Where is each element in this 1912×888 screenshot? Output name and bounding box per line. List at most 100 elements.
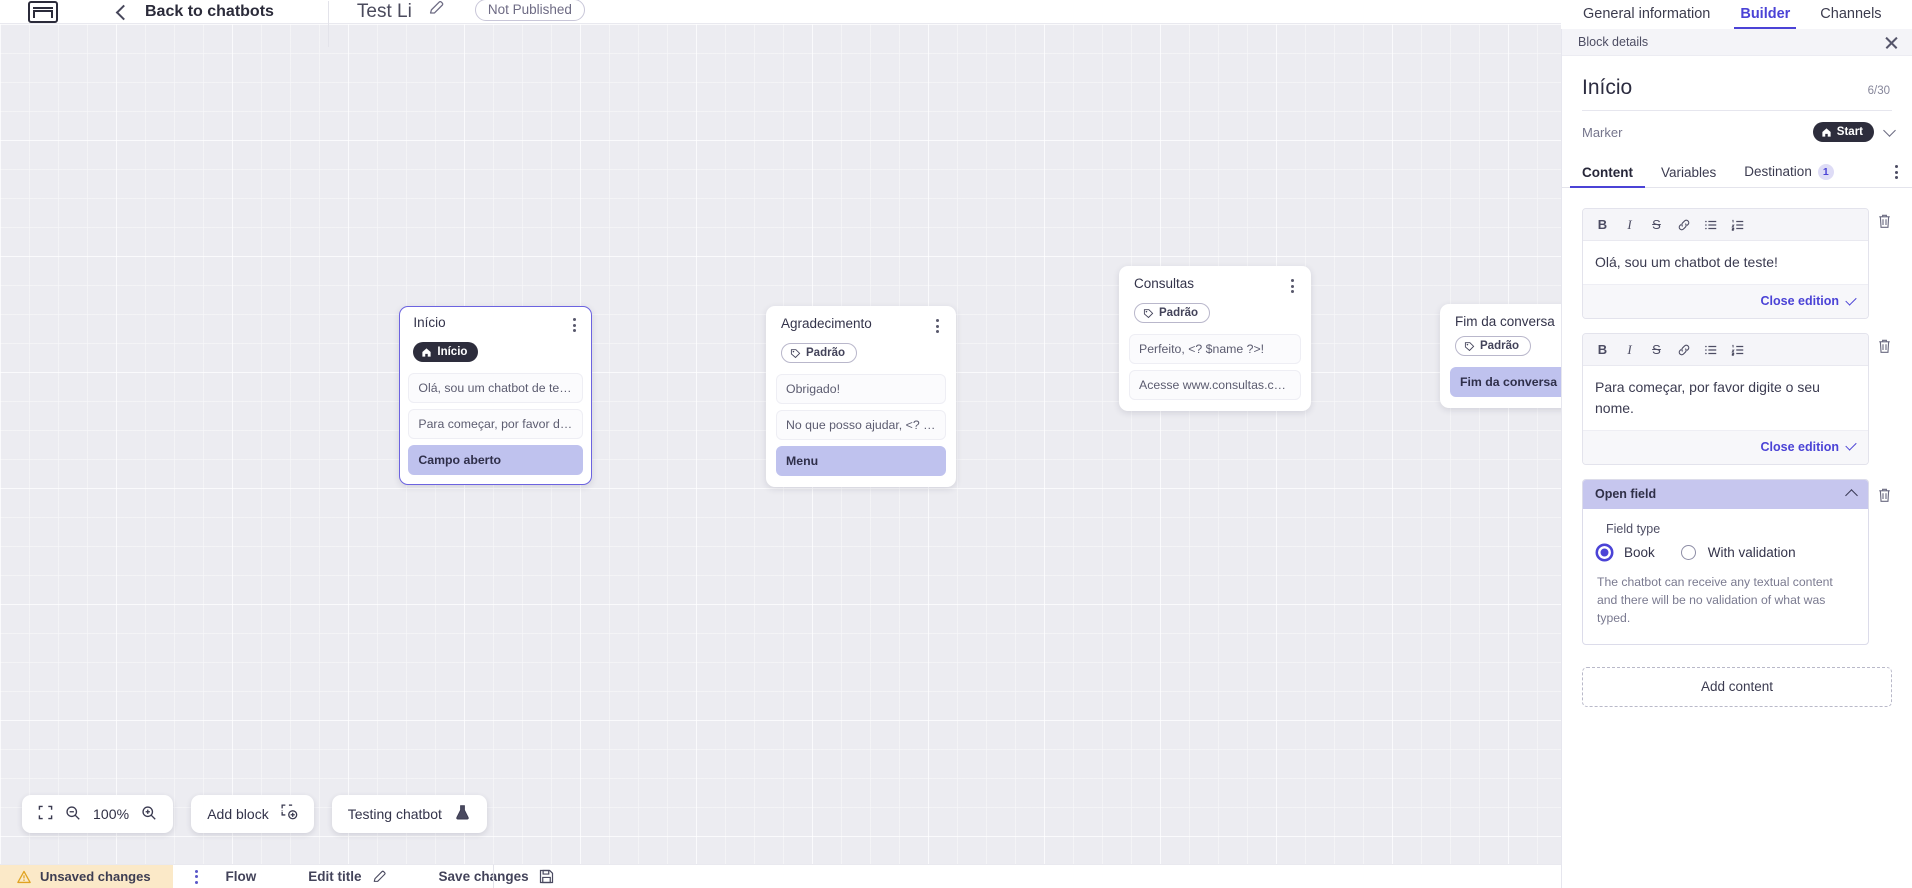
edit-title-label: Edit title [308,869,362,884]
node-menu-icon[interactable] [569,315,580,335]
close-edition-button[interactable]: Close edition [1760,294,1857,309]
node-title: Início [413,315,446,331]
flow-node-agradecimento[interactable]: Agradecimento Padrão Obrigado! No que po… [766,306,956,487]
bullet-list-icon[interactable] [1697,213,1724,236]
marker-row: Marker Start [1562,111,1912,142]
status-divider [493,865,494,888]
add-content-button[interactable]: Add content [1582,666,1892,707]
zoom-out-icon[interactable] [65,805,81,824]
node-row[interactable]: Para começar, por favor digite o ... [408,408,583,439]
tag-icon [1143,308,1154,318]
marker-start-badge[interactable]: Start [1812,122,1874,142]
node-row[interactable]: Obrigado! [776,373,946,404]
flow-node-consultas[interactable]: Consultas Padrão Perfeito, <? $name ?>! … [1119,266,1311,411]
flow-label: Flow [225,869,257,884]
home-icon [1822,127,1831,137]
close-edition-label: Close edition [1760,294,1839,309]
trash-icon[interactable] [1877,487,1892,508]
numbered-list-icon[interactable] [1724,338,1751,361]
trash-icon[interactable] [1877,338,1892,359]
trash-icon[interactable] [1877,213,1892,234]
strikethrough-icon[interactable]: S [1652,217,1661,232]
close-edition-button[interactable]: Close edition [1761,439,1857,454]
zoom-in-icon[interactable] [141,805,157,824]
tab-variables[interactable]: Variables [1661,165,1717,180]
italic-icon[interactable]: I [1627,216,1632,232]
node-badge-row: Início [408,335,582,365]
node-row[interactable]: Fim da conversa [1450,366,1561,397]
marker-control[interactable]: Start [1812,122,1896,142]
radio-book[interactable] [1597,544,1612,560]
flow-node-fim-da-conversa[interactable]: Fim da conversa Padrão Fim da conversa [1440,304,1561,408]
bullet-list-icon[interactable] [1697,338,1724,361]
save-changes-label: Save changes [438,869,529,884]
chatbot-title: Test Li [356,1,412,22]
node-badge-row: Padrão [776,336,946,366]
app-logo-icon[interactable] [28,1,58,23]
node-menu-icon[interactable] [1287,276,1298,296]
tab-general-information[interactable]: General information [1583,6,1711,22]
publish-status-badge: Not Published [474,0,585,21]
link-icon[interactable] [1670,338,1697,361]
flow-button[interactable]: Flow [226,869,257,884]
fit-screen-icon[interactable] [38,805,53,823]
tab-builder[interactable]: Builder [1734,6,1797,29]
chevron-left-icon[interactable] [115,4,132,21]
flask-icon [454,804,471,824]
radio-with-validation[interactable] [1680,544,1696,560]
open-field-body: Field type Book With validation The chat… [1583,509,1868,644]
status-kebab-menu-icon[interactable] [194,869,198,884]
panel-overflow-menu-icon[interactable] [1895,165,1898,179]
link-icon[interactable] [1670,213,1697,236]
bold-icon[interactable]: B [1597,217,1608,232]
node-default-badge: Padrão [781,343,857,363]
node-row[interactable]: No que posso ajudar, <? $name ... [776,409,946,440]
testing-chatbot-button[interactable]: Testing chatbot [331,795,487,833]
node-row[interactable]: Olá, sou um chatbot de teste! [408,372,583,403]
zoom-level: 100% [93,806,130,822]
node-row[interactable]: Menu [776,445,946,476]
tag-icon [790,348,801,358]
add-block-label: Add block [207,806,269,822]
node-title: Fim da conversa [1455,314,1555,329]
node-row[interactable]: Perfeito, <? $name ?>! [1129,333,1301,364]
open-field-block: Open field Field type Book With validati… [1582,478,1892,645]
strikethrough-icon[interactable]: S [1652,342,1661,358]
block-title-row: Início 6/30 [1562,56,1912,100]
chevron-up-icon[interactable] [1845,489,1858,502]
editor-text[interactable]: Olá, sou um chatbot de teste! [1583,241,1868,285]
node-badge-label: Padrão [1480,340,1519,352]
tab-channels[interactable]: Channels [1820,6,1882,22]
close-icon[interactable] [1884,35,1899,50]
add-block-button[interactable]: Add block [191,795,314,833]
edit-title-button[interactable]: Edit title [308,869,386,884]
tab-content[interactable]: Content [1570,165,1645,188]
flow-node-inicio[interactable]: Início Início Olá, sou um chatbot de tes… [399,306,592,486]
node-badge-row: Padrão [1450,329,1561,359]
node-row[interactable]: Campo aberto [408,444,583,475]
italic-icon[interactable]: I [1627,341,1632,357]
status-bar: Unsaved changes Flow Edit title Save cha… [0,864,1561,888]
node-menu-icon[interactable] [932,316,943,336]
numbered-list-icon[interactable] [1724,213,1751,236]
editor-toolbar: B I S [1583,334,1868,367]
save-changes-button[interactable]: Save changes [439,869,554,884]
chevron-down-icon[interactable] [1883,123,1896,137]
header-divider [327,1,329,47]
radio-with-validation-label: With validation [1707,544,1796,560]
panel-content: B I S [1562,188,1912,645]
pencil-icon[interactable] [428,0,445,21]
home-icon [422,348,432,357]
node-row[interactable]: Acesse www.consultas.com par... [1129,369,1301,400]
back-to-chatbots-link[interactable]: Back to chatbots [145,3,274,20]
editor-text[interactable]: Para começar, por favor digite o seu nom… [1583,366,1868,430]
open-field-header[interactable]: Open field [1583,479,1868,509]
pencil-icon [373,870,386,882]
flow-canvas[interactable]: Início Início Olá, sou um chatbot de tes… [0,24,1561,864]
zoom-controls: 100% [22,795,174,833]
tab-destination-label: Destination [1744,164,1812,179]
node-row-list: Olá, sou um chatbot de teste! Para começ… [408,372,583,475]
bold-icon[interactable]: B [1597,342,1608,358]
